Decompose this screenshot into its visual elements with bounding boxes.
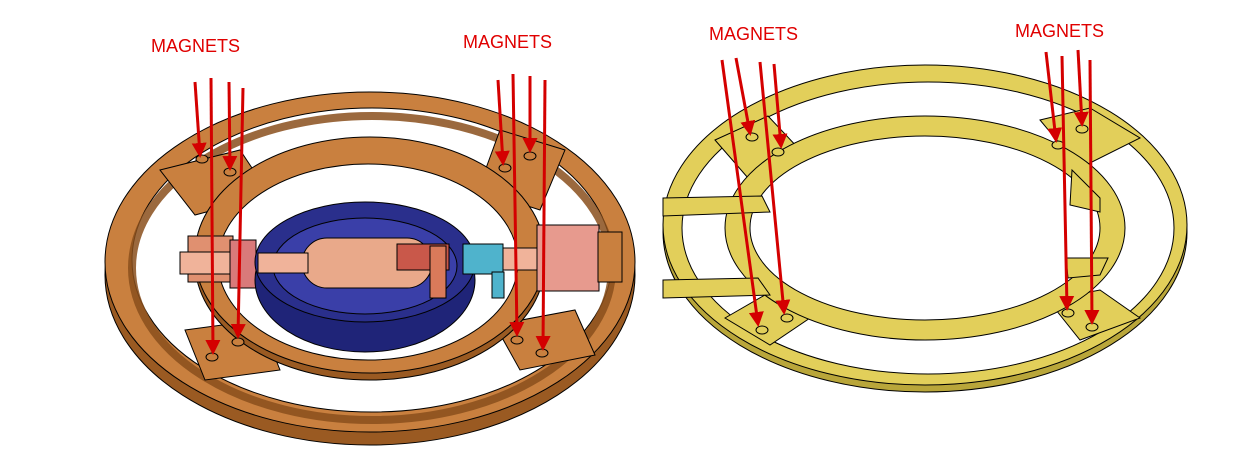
down-arrow-icon — [205, 77, 221, 355]
magnet-hole — [535, 348, 549, 358]
left-assembly — [104, 91, 636, 446]
magnet-hole — [780, 313, 794, 323]
magnet-hole — [223, 167, 237, 177]
magnets-label: MAGNETS — [1015, 21, 1104, 41]
down-arrow-icon — [509, 73, 525, 337]
magnet-hole — [771, 147, 785, 157]
axle-right-block — [536, 224, 600, 292]
blue-block — [462, 243, 504, 275]
magnets-label: MAGNETS — [463, 32, 552, 52]
down-arrow-icon — [1044, 51, 1063, 143]
down-arrow-icon — [720, 59, 764, 327]
magnets-label: MAGNETS — [709, 24, 798, 44]
down-arrow-icon — [772, 63, 788, 149]
down-arrow-icon — [494, 79, 510, 166]
down-arrow-icon — [222, 81, 238, 171]
magnet-hole — [510, 335, 524, 345]
down-arrow-icon — [1084, 59, 1100, 325]
down-arrow-icon — [734, 57, 756, 136]
magnet-hole — [195, 154, 209, 164]
magnet-hole — [1051, 140, 1065, 150]
down-arrow-icon — [230, 87, 246, 339]
magnet-hole — [231, 337, 245, 347]
right-ring — [662, 64, 1188, 393]
axle-left-mount — [229, 239, 257, 289]
capsule-bracket — [429, 245, 447, 299]
magnet-hole — [1085, 322, 1099, 332]
axle-right-cap — [597, 231, 623, 283]
yellow-inner-opening — [749, 135, 1101, 321]
blue-block-tab — [491, 271, 505, 299]
yellow-tab-left-upper — [662, 195, 771, 217]
magnet-hole — [498, 163, 512, 173]
down-arrow-icon — [191, 81, 207, 158]
magnet-arrows — [191, 49, 1100, 355]
magnet-hole — [205, 352, 219, 362]
magnet-hole — [523, 151, 537, 161]
capsule-end-left — [257, 252, 309, 274]
magnet-hole — [755, 325, 769, 335]
down-arrow-icon — [758, 61, 791, 315]
down-arrow-icon — [1059, 55, 1075, 311]
magnet-hole — [745, 132, 759, 142]
magnet-hole — [1075, 124, 1089, 134]
down-arrow-icon — [535, 79, 551, 351]
yellow-tab-left-lower — [662, 277, 771, 299]
down-arrow-icon — [1073, 49, 1089, 127]
magnets-label: MAGNETS — [151, 36, 240, 56]
magnet-hole — [1061, 308, 1075, 318]
